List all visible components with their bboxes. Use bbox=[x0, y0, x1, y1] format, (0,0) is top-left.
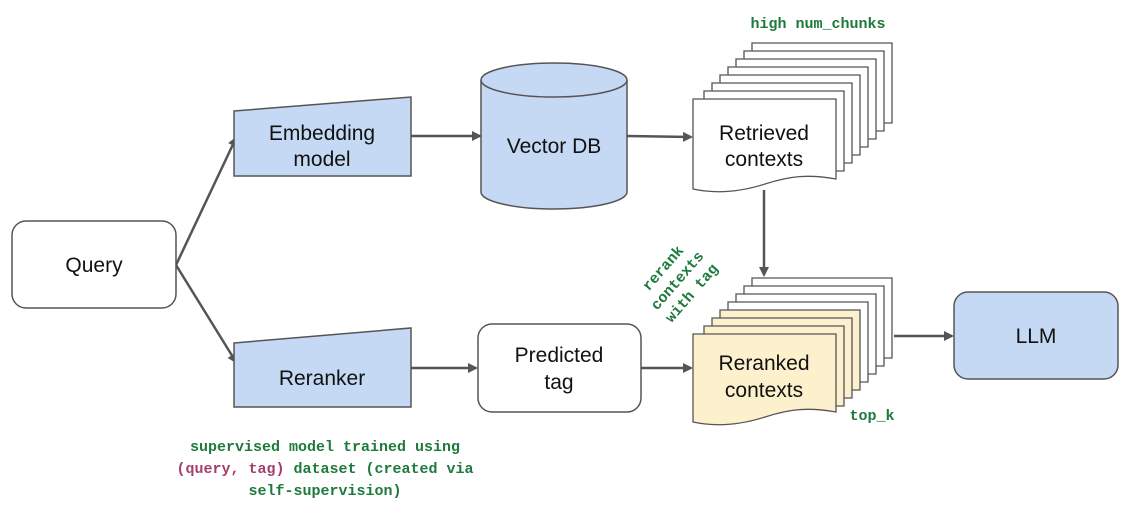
arrow-query-to-embedding bbox=[174, 136, 238, 266]
note-line2-rest: dataset (created via bbox=[284, 461, 474, 478]
predicted-tag-box bbox=[477, 323, 642, 413]
arrow-query-to-reranker bbox=[174, 264, 238, 364]
vector-db-body bbox=[480, 80, 628, 210]
note-line2: (query, tag) dataset (created via bbox=[140, 459, 510, 481]
reranked-contexts-label-line1: Reranked bbox=[718, 352, 809, 375]
embedding-model-label-line1: Embedding bbox=[269, 122, 375, 145]
predicted-tag-label-line2: tag bbox=[544, 371, 573, 394]
rerank-with-tag-annotation: rerank contexts with tag bbox=[640, 243, 723, 327]
reranker-shape bbox=[233, 327, 412, 408]
query-label: Query bbox=[65, 254, 123, 277]
vector-db-label: Vector DB bbox=[507, 135, 602, 158]
retrieved-contexts-stack bbox=[692, 42, 893, 193]
reranked-contexts-label-line2: contexts bbox=[725, 379, 803, 402]
note-line3: self-supervision) bbox=[248, 483, 402, 500]
embedding-model-label-line2: model bbox=[293, 148, 350, 171]
supervised-model-note: supervised model trained using (query, t… bbox=[140, 437, 510, 503]
llm-label: LLM bbox=[1016, 325, 1057, 348]
llm-box bbox=[953, 291, 1119, 380]
query-box bbox=[11, 220, 177, 309]
embedding-model-shape bbox=[233, 96, 412, 177]
reranked-contexts-stack bbox=[692, 277, 893, 426]
note-query-tag-highlight: (query, tag) bbox=[176, 461, 285, 478]
high-num-chunks-label: high num_chunks bbox=[750, 16, 885, 33]
predicted-tag-label-line1: Predicted bbox=[515, 344, 604, 367]
top-k-label: top_k bbox=[849, 408, 894, 425]
reranked-contexts-front bbox=[692, 333, 837, 426]
arrow-vectordb-to-retrieved bbox=[626, 131, 693, 142]
retrieved-contexts-label-line2: contexts bbox=[725, 148, 803, 171]
retrieved-contexts-front bbox=[692, 98, 837, 193]
vector-db-top bbox=[480, 62, 628, 98]
note-line1: supervised model trained using bbox=[189, 439, 461, 456]
reranker-label: Reranker bbox=[279, 367, 365, 390]
retrieved-contexts-label-line1: Retrieved bbox=[719, 122, 809, 145]
